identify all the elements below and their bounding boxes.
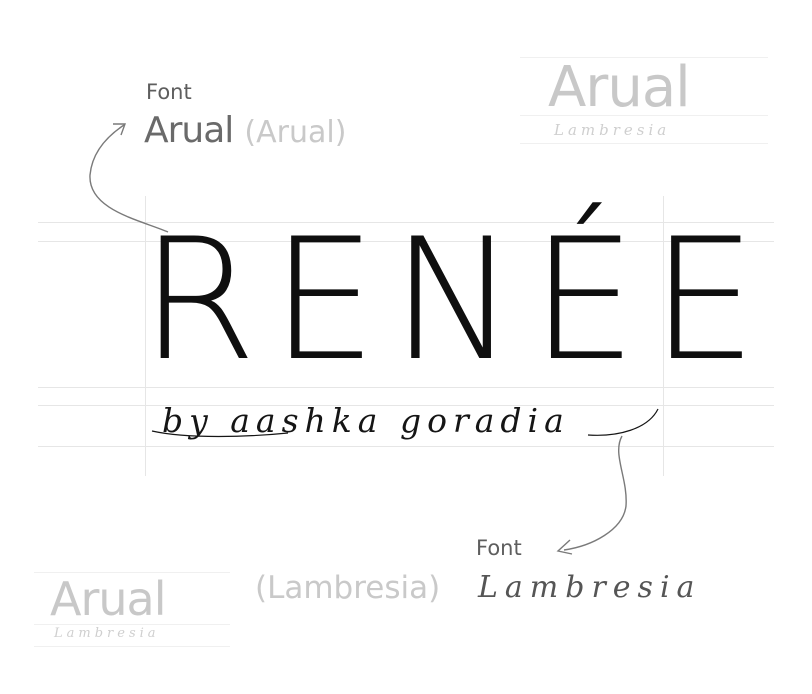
font-name-arual-paren: (Arual) — [244, 115, 347, 150]
font-name-arual: Arual — [144, 110, 234, 151]
logo-tagline: by aashka goradia — [162, 401, 570, 440]
guide-line-right — [663, 196, 664, 476]
tagline-swash — [151, 408, 659, 438]
arrow-icon-top — [89, 123, 169, 233]
sample-lambresia-text: Lambresia — [554, 121, 671, 139]
sample-arual-text-2: Arual — [50, 572, 167, 626]
guide-line-cap — [38, 241, 774, 242]
guide-line-left — [145, 196, 146, 476]
font-name-lambresia: Lambresia — [478, 570, 702, 605]
font-name-lambresia-paren: (Lambresia) — [255, 570, 441, 606]
font-annotation-top: Arual (Arual) — [144, 110, 346, 151]
sample-logo-top-right: Arual Lambresia — [520, 55, 768, 147]
guide-line-tagline-bottom — [38, 446, 774, 447]
sample-logo-bottom-left: Arual Lambresia — [34, 572, 230, 648]
guide-line-top — [38, 222, 774, 223]
guide-line-tagline-top — [38, 405, 774, 406]
arrow-icon-bottom — [556, 435, 627, 555]
sample-lambresia-text-2: Lambresia — [54, 626, 160, 641]
logo-word: RENÉE — [140, 202, 771, 398]
font-label-top: Font — [146, 80, 192, 104]
guide-line-baseline — [38, 387, 774, 388]
sample-arual-text: Arual — [548, 55, 691, 120]
font-label-bottom: Font — [476, 536, 522, 560]
